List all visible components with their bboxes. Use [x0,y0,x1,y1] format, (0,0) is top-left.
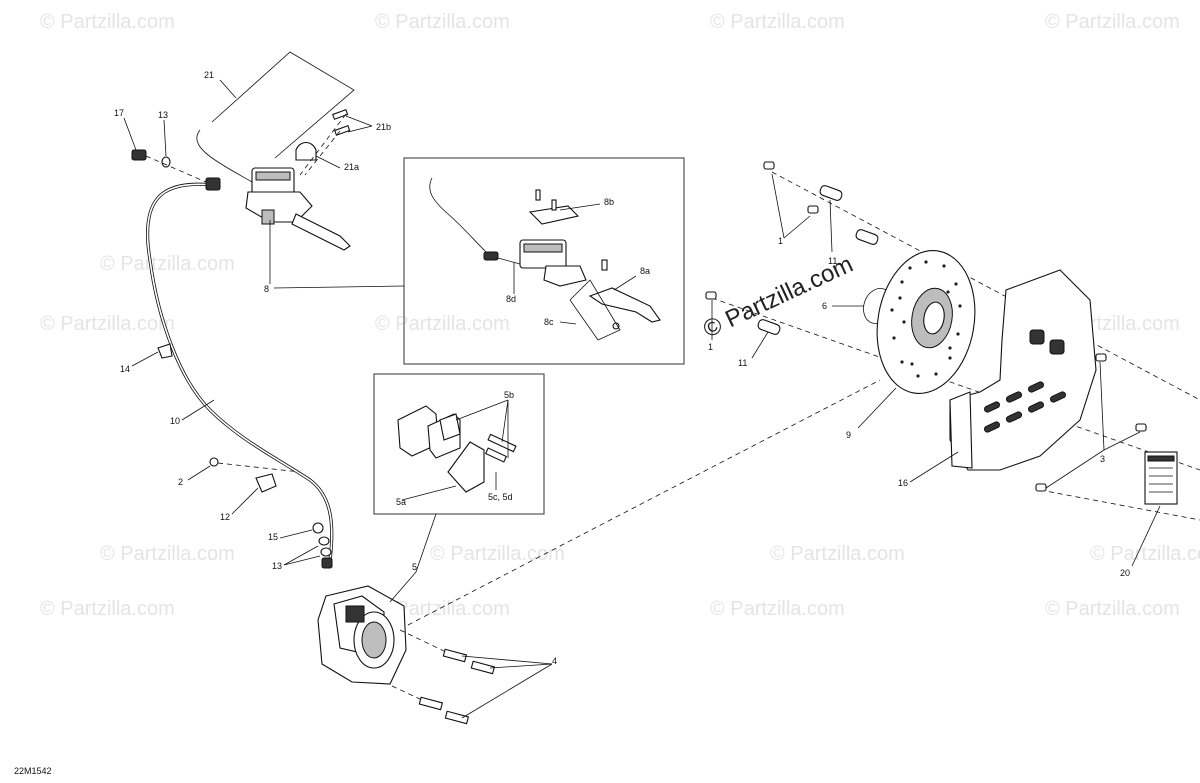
nut [209,457,219,467]
brake-hose [145,182,334,561]
hose-bracket [255,473,277,493]
callout-13b: 13 [272,561,282,571]
alignment-line [771,171,1200,401]
watermark: © Partzilla.com [1090,543,1200,565]
brake-lever [291,213,351,251]
brake-pad-detail [397,405,517,493]
watermark: © Partzilla.com [375,11,510,33]
watermark: © Partzilla.com [710,11,845,33]
callout-12: 12 [220,512,230,522]
hose-clip [157,343,173,359]
master-cylinder-assembly [131,51,355,561]
callout-1b: 1 [708,342,713,352]
callout-3: 3 [1100,454,1105,464]
callout-14: 14 [120,364,130,374]
pad-spring [447,441,485,493]
washer [161,156,171,168]
master-cylinder-detail-box [403,157,685,365]
hose-clips [157,343,333,569]
watermark: © Partzilla.com [1045,11,1180,33]
callout-21b: 21b [376,122,391,132]
callout-5: 5 [412,562,417,572]
callout-labels: 17 13 21 21b 21a 8 8b 8a 8d 8c 14 10 2 1… [114,70,1130,666]
watermark: © Partzilla.com [710,598,845,620]
brake-caliper [317,585,496,725]
watermark: © Partzilla.com [430,543,565,565]
alignment-line [407,379,881,626]
watermark: © Partzilla.com [1045,598,1180,620]
callout-11b: 11 [738,358,747,368]
callout-10: 10 [170,416,180,426]
callout-15: 15 [268,532,278,542]
leader-lines [123,79,1161,719]
watermark: © Partzilla.com [40,11,175,33]
disc-guard [949,269,1097,471]
caliper-bolt [442,648,468,663]
clamp [295,141,317,161]
callout-21a: 21a [344,162,359,172]
callout-5b: 5b [504,390,514,400]
watermark: © Partzilla.com [770,543,905,565]
brake-pad-detail-box [373,373,545,515]
callout-11a: 11 [828,256,837,266]
watermark: © Partzilla.com [100,543,235,565]
brake-lever-detail [588,287,661,323]
master-cylinder-detail [429,177,661,341]
watermark: © Partzilla.com [375,598,510,620]
watermark: © Partzilla.com [40,313,175,335]
callout-17: 17 [114,108,124,118]
watermark: © Partzilla.com [100,253,235,275]
callout-5a: 5a [396,497,406,507]
callout-9: 9 [846,430,851,440]
callout-8b: 8b [604,197,614,207]
screw [763,161,775,170]
watermark: © Partzilla.com [40,598,175,620]
callout-21: 21 [204,70,214,80]
callout-4: 4 [552,656,557,666]
spacer [819,185,843,201]
callout-20: 20 [1120,568,1130,578]
kit-bracket-21 [211,51,355,159]
callout-6: 6 [822,301,827,311]
banjo-bolt [131,149,147,161]
callout-13: 13 [158,110,168,120]
callout-5c-5d: 5c, 5d [488,492,513,502]
fitting [312,522,324,534]
disc-assembly [705,161,1178,505]
callout-8a: 8a [640,266,650,276]
callout-8c: 8c [544,317,554,327]
callout-1a: 1 [778,236,783,246]
callout-8d: 8d [506,294,516,304]
pad-pin [487,433,517,453]
callout-2: 2 [178,477,183,487]
callout-8: 8 [264,284,269,294]
watermark: © Partzilla.com [375,313,510,335]
diagram-code: 22M1542 [14,766,52,776]
callout-16: 16 [898,478,908,488]
